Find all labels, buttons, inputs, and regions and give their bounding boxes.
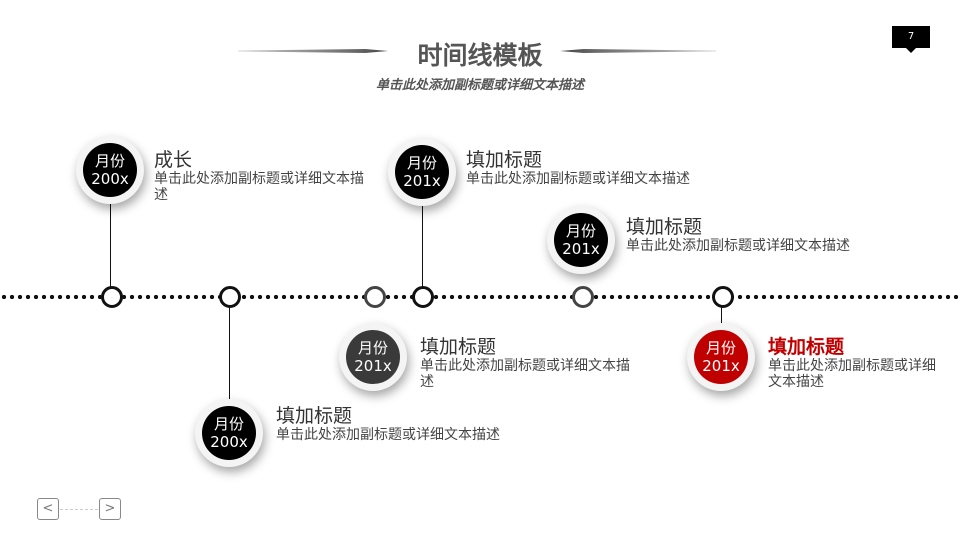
timeline-item-text: 填加标题单击此处添加副标题或详细文本描述 <box>768 336 938 390</box>
month-label: 月份 <box>406 154 437 172</box>
timeline-item-text: 填加标题单击此处添加副标题或详细文本描述 <box>276 405 556 443</box>
item-desc: 单击此处添加副标题或详细文本描述 <box>626 238 850 254</box>
year-label: 201x <box>562 240 600 258</box>
timeline-node <box>364 286 386 308</box>
title-decoration-left <box>238 49 388 53</box>
title-decoration-right <box>560 49 716 53</box>
year-label: 201x <box>354 357 392 375</box>
item-desc: 单击此处添加副标题或详细文本描述 <box>768 358 936 390</box>
item-title: 填加标题 <box>466 149 543 171</box>
nav-divider <box>60 509 98 510</box>
connector <box>422 205 423 287</box>
year-label: 200x <box>210 433 248 451</box>
item-title: 填加标题 <box>768 336 845 358</box>
item-title: 填加标题 <box>626 216 703 238</box>
page-subtitle: 单击此处添加副标题或详细文本描述 <box>375 78 584 93</box>
connector <box>229 305 230 400</box>
timeline-node <box>412 286 434 308</box>
timeline-item-text: 成长单击此处添加副标题或详细文本描述 <box>154 149 369 203</box>
item-title: 填加标题 <box>420 336 497 358</box>
year-label: 201x <box>403 172 441 190</box>
item-desc: 单击此处添加副标题或详细文本描述 <box>466 171 690 187</box>
timeline-node <box>572 286 594 308</box>
timeline-node <box>101 286 123 308</box>
connector <box>721 305 722 325</box>
item-desc: 单击此处添加副标题或详细文本描述 <box>420 358 630 390</box>
month-label: 月份 <box>705 339 736 357</box>
page-number-badge: 7 <box>892 26 930 53</box>
item-desc: 单击此处添加副标题或详细文本描述 <box>154 171 364 203</box>
timeline-item-text: 填加标题单击此处添加副标题或详细文本描述 <box>420 336 635 390</box>
item-title: 填加标题 <box>276 405 353 427</box>
year-label: 201x <box>702 357 740 375</box>
year-label: 200x <box>91 170 129 188</box>
month-label: 月份 <box>94 152 125 170</box>
month-label: 月份 <box>565 222 596 240</box>
connector <box>110 200 111 287</box>
month-label: 月份 <box>213 415 244 433</box>
page-title: 时间线模板 <box>417 41 543 70</box>
timeline-line <box>0 294 960 300</box>
timeline-item-text: 填加标题单击此处添加副标题或详细文本描述 <box>466 149 746 187</box>
item-desc: 单击此处添加副标题或详细文本描述 <box>276 427 500 443</box>
timeline-node <box>712 286 734 308</box>
item-title: 成长 <box>154 149 193 171</box>
prev-slide-button[interactable]: < <box>37 498 59 520</box>
timeline-node <box>219 286 241 308</box>
month-label: 月份 <box>357 339 388 357</box>
timeline-item-text: 填加标题单击此处添加副标题或详细文本描述 <box>626 216 906 254</box>
next-slide-button[interactable]: > <box>99 498 121 520</box>
